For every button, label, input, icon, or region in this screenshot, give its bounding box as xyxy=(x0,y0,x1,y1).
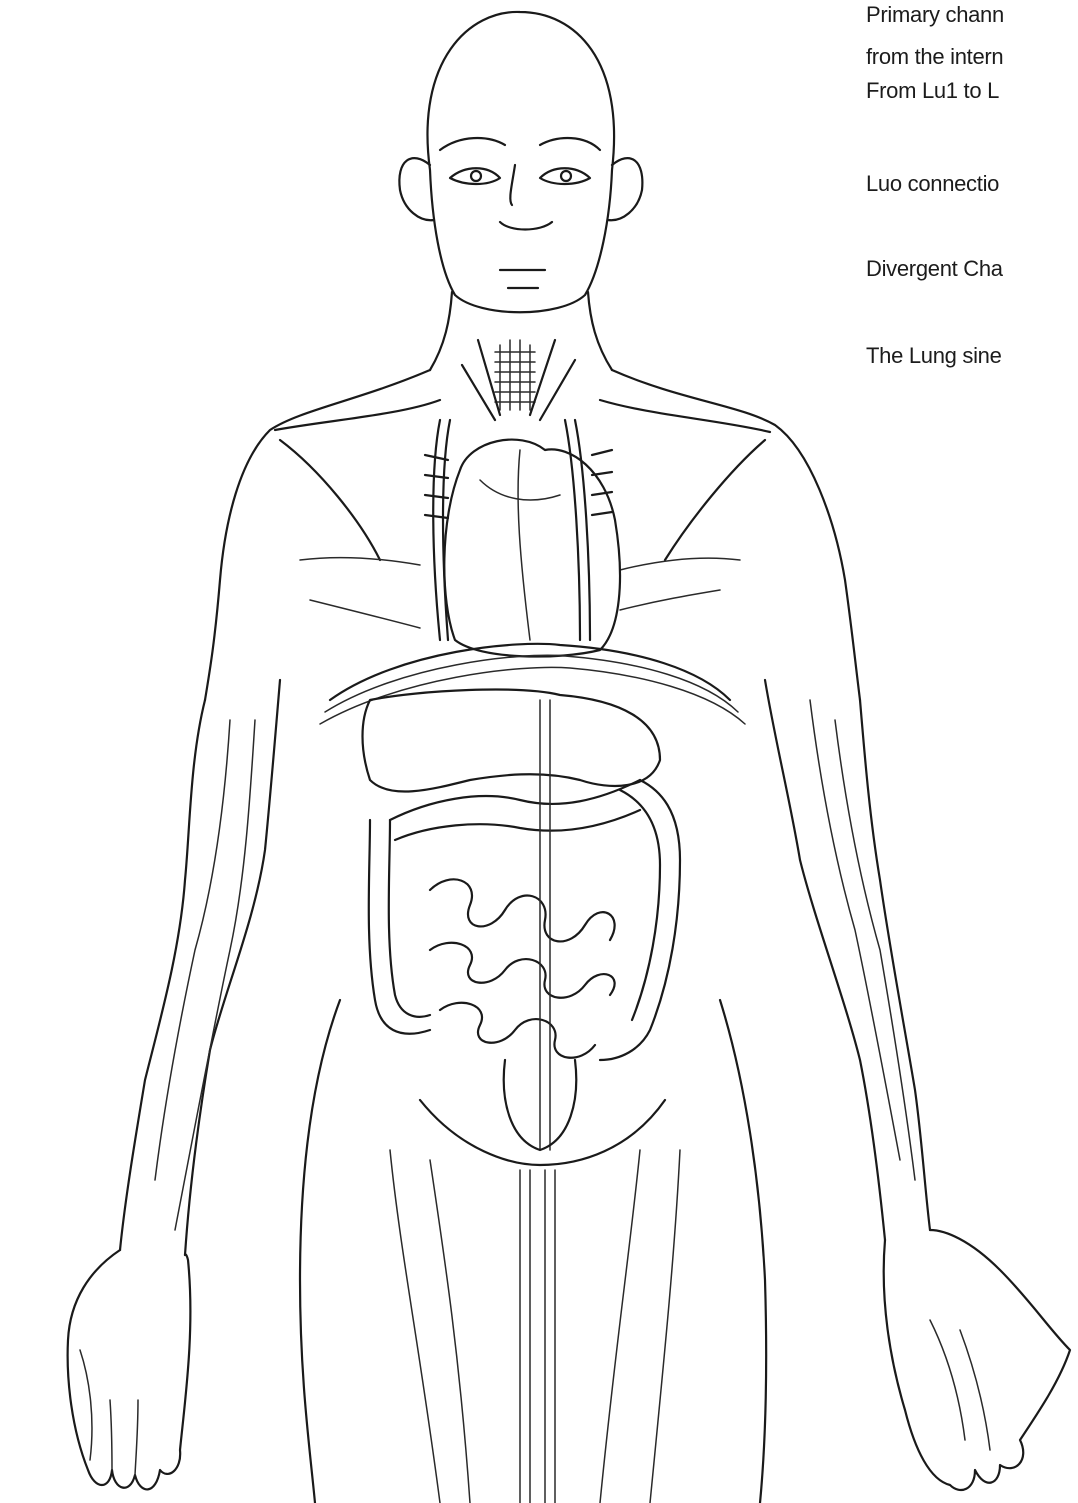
legend-line-from-internal: from the intern xyxy=(866,43,1003,71)
legend-line-primary-channel: Primary chann xyxy=(866,1,1004,29)
legend-line-divergent-channel: Divergent Cha xyxy=(866,255,1003,283)
legend-line-luo-connection: Luo connectio xyxy=(866,170,999,198)
head xyxy=(399,12,642,312)
right-arm xyxy=(765,680,1070,1490)
thorax-organs xyxy=(425,420,620,657)
legend-line-lung-sinew: The Lung sine xyxy=(866,342,1002,370)
diaphragm xyxy=(320,644,745,724)
torso-outline xyxy=(205,370,860,700)
left-arm xyxy=(68,680,280,1489)
abdomen-organs xyxy=(363,690,681,1165)
legend-line-from-lu1: From Lu1 to L xyxy=(866,77,999,105)
legs xyxy=(300,1000,766,1503)
channel-legend: Primary chann from the intern From Lu1 t… xyxy=(866,0,1078,420)
